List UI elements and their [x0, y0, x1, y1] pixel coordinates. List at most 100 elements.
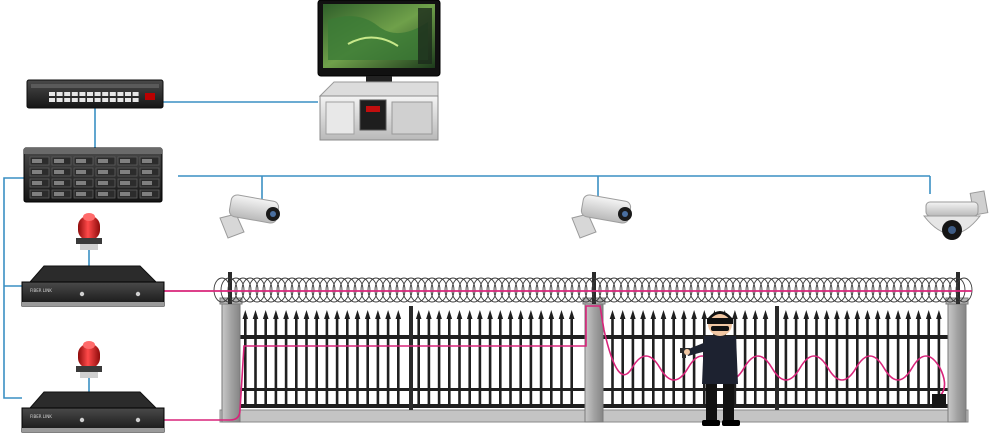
fence-picket-spike [834, 310, 840, 319]
fence-picket-spike [844, 310, 850, 319]
fence-picket-spike [925, 310, 932, 319]
fence-picket-spike [436, 310, 442, 319]
fence-post [221, 301, 241, 423]
fence-picket-spike [517, 310, 524, 319]
server-icon[interactable] [23, 147, 163, 203]
fence-picket [907, 318, 910, 408]
fence-picket-spike [375, 310, 381, 319]
razor-coil [864, 277, 882, 303]
razor-coil [402, 277, 420, 303]
fence-picket [754, 318, 757, 408]
sensing-fiber-bottom [164, 305, 946, 421]
switch-port [64, 98, 71, 102]
razor-coil [430, 277, 448, 303]
server-bay-led [98, 181, 108, 185]
fence-picket [356, 318, 359, 408]
fence-picket [335, 318, 339, 408]
razor-coil [836, 277, 854, 303]
razor-coil [948, 277, 966, 303]
fence-picket [743, 318, 747, 408]
rack-host-icon[interactable]: FIBER LINK [21, 391, 165, 433]
fence-picket [937, 318, 941, 408]
fence-picket [274, 318, 278, 408]
razor-coil [857, 277, 875, 303]
fence-picket-spike [364, 310, 371, 319]
razor-coil [871, 277, 889, 303]
bullet-camera-icon[interactable] [219, 194, 280, 239]
server-bay-led [54, 170, 64, 174]
switch-port [125, 92, 131, 96]
rack-host-icon[interactable]: FIBER LINK [21, 265, 165, 307]
fence-picket-spike [273, 310, 279, 319]
razor-coil [549, 277, 567, 303]
fence-picket-spike [619, 310, 626, 319]
industrial-pc-icon[interactable] [318, 81, 439, 141]
fence-picket [886, 318, 890, 408]
fence-picket-spike [313, 310, 320, 319]
fence-picket [346, 318, 349, 408]
fence-picket [458, 318, 461, 408]
fence-picket-spike [242, 310, 249, 319]
fence-picket-spike [905, 310, 912, 319]
razor-coil [395, 277, 413, 303]
razor-coil [465, 277, 483, 303]
fence-picket [662, 318, 665, 408]
server-bay-led [54, 181, 64, 185]
fence-picket-spike [293, 310, 300, 319]
fence-picket [315, 318, 318, 408]
intruder-icon[interactable] [680, 311, 740, 426]
razor-coil [332, 277, 350, 303]
razor-coil [241, 277, 259, 303]
server-bay-led [142, 192, 152, 196]
alarm-light-icon[interactable] [76, 213, 102, 250]
razor-coil [570, 277, 588, 303]
razor-coil [346, 277, 364, 303]
fence-picket [845, 318, 849, 408]
fence-picket-spike [936, 310, 942, 319]
razor-coil [689, 277, 707, 303]
razor-coil [472, 277, 490, 303]
fence-picket-spike [793, 310, 799, 319]
razor-coil [353, 277, 371, 303]
razor-coil [556, 277, 574, 303]
fence-picket-spike [262, 310, 269, 319]
fence-picket [376, 318, 380, 408]
razor-coil [535, 277, 553, 303]
alarm-light-icon[interactable] [76, 341, 102, 378]
fence-picket-spike [640, 310, 646, 319]
fence-picket [631, 318, 635, 408]
server-bay-led [120, 181, 130, 185]
monitor-icon[interactable] [317, 0, 441, 88]
razor-coil [626, 277, 644, 303]
razor-coil [542, 277, 560, 303]
dome-camera-icon[interactable] [922, 190, 989, 240]
switch-port [87, 92, 93, 96]
server-bay-led [142, 170, 152, 174]
razor-coil [955, 277, 973, 303]
fence-picket [825, 318, 828, 408]
server-bay-led [32, 159, 42, 163]
razor-coil [500, 277, 518, 303]
fence-picket-spike [548, 310, 555, 319]
razor-coil [311, 277, 329, 303]
fence-picket [325, 318, 329, 408]
razor-coil [885, 277, 903, 303]
network-switch-icon[interactable] [26, 79, 164, 109]
fence-picket-spike [558, 310, 565, 319]
razor-coil [668, 277, 686, 303]
fence-picket-spike [895, 310, 901, 319]
razor-coil [654, 277, 672, 303]
switch-port [56, 92, 63, 96]
fence-picket [468, 318, 471, 408]
fence-picket [917, 318, 920, 408]
fence-picket [244, 318, 247, 408]
switch-port [79, 92, 86, 96]
fence-picket [805, 318, 808, 408]
razor-coil [514, 277, 532, 303]
bullet-camera-icon[interactable] [571, 194, 632, 239]
razor-coil [283, 277, 301, 303]
razor-coil [633, 277, 651, 303]
server-bay-led [142, 159, 152, 163]
fence-picket [539, 318, 543, 408]
razor-coil [829, 277, 847, 303]
